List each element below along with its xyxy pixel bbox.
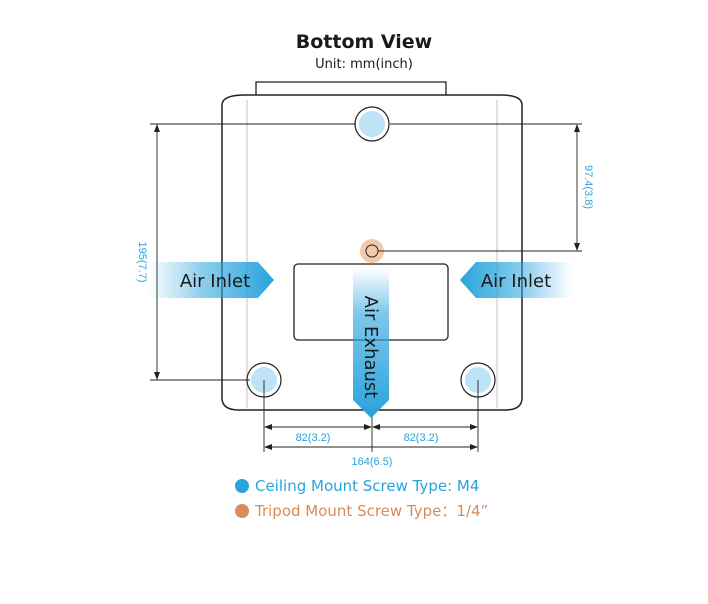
page-title: Bottom View — [296, 31, 433, 53]
unit-label: Unit: mm(inch) — [315, 57, 413, 72]
tripod-mount-legend-text: Tripod Mount Screw Type：1/4” — [254, 502, 488, 520]
ceiling-mount-legend-dot — [235, 479, 249, 493]
dimension-width-total: 164(6.5) — [352, 456, 393, 468]
dimension-arrowheads — [154, 124, 580, 450]
air-inlet-left-label: Air Inlet — [180, 271, 250, 292]
dimension-height-partial: 97.4(3.8) — [582, 165, 594, 209]
dimension-width-left: 82(3.2) — [296, 432, 331, 444]
air-inlet-left-arrow: Air Inlet — [148, 262, 274, 298]
air-inlet-right-label: Air Inlet — [481, 271, 551, 292]
dimension-width-right: 82(3.2) — [404, 432, 439, 444]
dimension-height-total: 195(7.7) — [136, 242, 148, 283]
ceiling-mount-legend-text: Ceiling Mount Screw Type: M4 — [255, 477, 479, 495]
air-exhaust-label: Air Exhaust — [360, 296, 381, 399]
air-inlet-right-arrow: Air Inlet — [460, 262, 572, 298]
tripod-mount-legend-dot — [235, 504, 249, 518]
air-exhaust-arrow: Air Exhaust — [353, 268, 389, 418]
ceiling-screw-top — [354, 106, 390, 142]
legend: Ceiling Mount Screw Type: M4 Tripod Moun… — [235, 477, 488, 520]
